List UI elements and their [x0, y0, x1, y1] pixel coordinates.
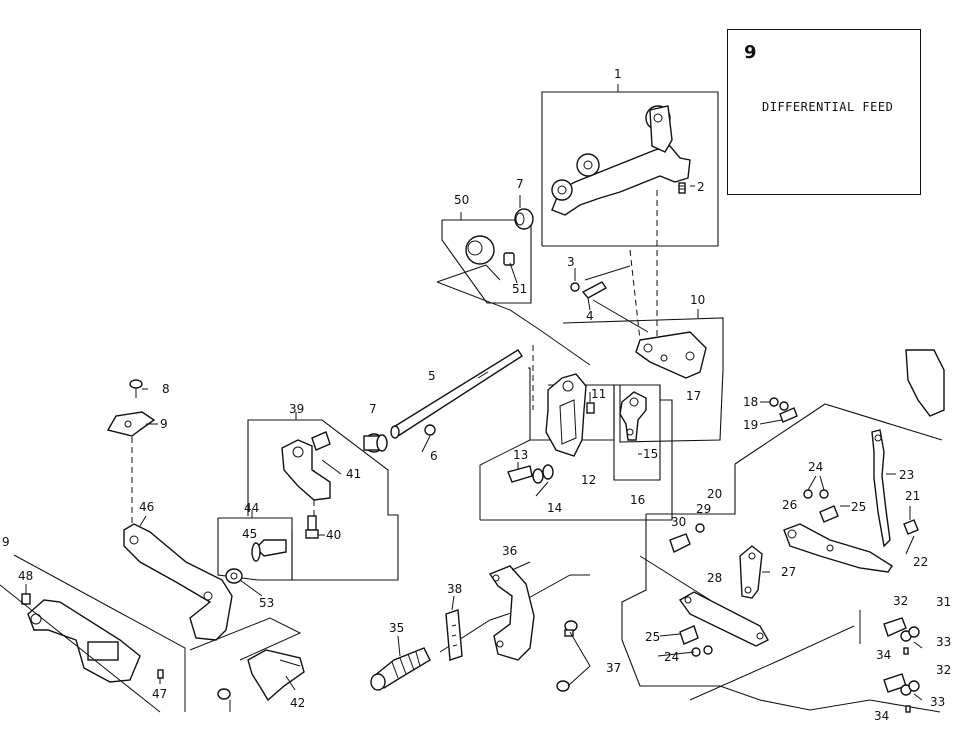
part-label: 34: [876, 648, 891, 662]
screw-47: [158, 670, 163, 678]
section-title: DIFFERENTIAL FEED: [762, 100, 893, 114]
part-label: 25: [851, 500, 866, 514]
part-label: 3: [567, 255, 575, 269]
part-label: 13: [513, 448, 528, 462]
part-label: 30: [671, 515, 686, 529]
screw-11: [587, 403, 594, 413]
part-label: 5: [428, 369, 436, 383]
ring-6: [425, 425, 435, 435]
shaft-5: [391, 350, 522, 438]
small-screw-2: [679, 183, 685, 193]
pin-45: [252, 540, 286, 561]
part-label: 33: [936, 635, 951, 649]
section-number: 9: [744, 42, 757, 63]
part-label: 23: [899, 468, 914, 482]
part-label: 38: [447, 582, 462, 596]
part-label: 53: [259, 596, 274, 610]
part-label: 44: [244, 501, 259, 515]
part-label: 9: [160, 417, 168, 431]
part-label: 42: [290, 696, 305, 710]
screw-8: [130, 380, 142, 398]
part-label: 24: [664, 650, 679, 664]
screw-40: [306, 516, 318, 538]
lever-23: [872, 430, 890, 546]
washer-53: [226, 569, 242, 583]
feed-dog-42: [218, 650, 304, 700]
part-label: 29: [696, 502, 711, 516]
part-label: 9: [2, 535, 10, 549]
part-label: 45: [242, 527, 257, 541]
part-label: 50: [454, 193, 469, 207]
part-label: 24: [808, 460, 823, 474]
part-label: 11: [591, 387, 606, 401]
part-label: 12: [581, 473, 596, 487]
part-label: 32: [893, 594, 908, 608]
edge-machine-part: [906, 350, 944, 416]
part-label: 40: [326, 528, 341, 542]
link-plate-17: [636, 332, 706, 378]
part-label: 28: [707, 571, 722, 585]
part-label: 26: [782, 498, 797, 512]
cam-link-12: [546, 374, 586, 456]
part-label: 15: [643, 447, 658, 461]
part-label: 32: [936, 663, 951, 677]
part-label: 6: [430, 449, 438, 463]
part-label: 14: [547, 501, 562, 515]
pin-4: [571, 282, 606, 298]
feed-bar-46: [124, 524, 232, 640]
part-label: 18: [743, 395, 758, 409]
bushing-7-upper: [515, 195, 533, 229]
part-label: 2: [697, 180, 705, 194]
bushing-7-lower: [364, 434, 387, 452]
part-label: 48: [18, 569, 33, 583]
part-label: 20: [707, 487, 722, 501]
feed-dog-holder: [28, 600, 140, 682]
part-label: 8: [162, 382, 170, 396]
group-box-20: [622, 404, 942, 712]
pin-13: [508, 465, 553, 483]
lever-16: [620, 392, 646, 440]
spring-35: [371, 648, 430, 690]
feed-shaft-part: [552, 106, 690, 215]
part-label: 10: [690, 293, 705, 307]
part-label: 21: [905, 489, 920, 503]
part-label: 31: [936, 595, 951, 609]
part-label: 33: [930, 695, 945, 709]
part-label: 47: [152, 687, 167, 701]
block-41: [282, 432, 330, 500]
part-label: 37: [606, 661, 621, 675]
part-label: 36: [502, 544, 517, 558]
part-label: 22: [913, 555, 928, 569]
part-label: 19: [743, 418, 758, 432]
bracket-36: [490, 566, 534, 660]
screw-48: [22, 594, 30, 604]
part-label: 46: [139, 500, 154, 514]
link-27: [740, 546, 762, 598]
part-label: 34: [874, 709, 889, 723]
part-label: 4: [586, 309, 594, 323]
part-label: 39: [289, 402, 304, 416]
part-label: 51: [512, 282, 527, 296]
part-label: 41: [346, 467, 361, 481]
part-label: 27: [781, 565, 796, 579]
title-box: 9 DIFFERENTIAL FEED: [727, 29, 921, 195]
part-label: 17: [686, 389, 701, 403]
part-label: 35: [389, 621, 404, 635]
part-label: 25: [645, 630, 660, 644]
part-label: 7: [369, 402, 377, 416]
lever-26: [784, 524, 892, 572]
part-label: 1: [614, 67, 622, 81]
part-label: 7: [516, 177, 524, 191]
part-label: 16: [630, 493, 645, 507]
scale-plate-38: [446, 610, 462, 660]
